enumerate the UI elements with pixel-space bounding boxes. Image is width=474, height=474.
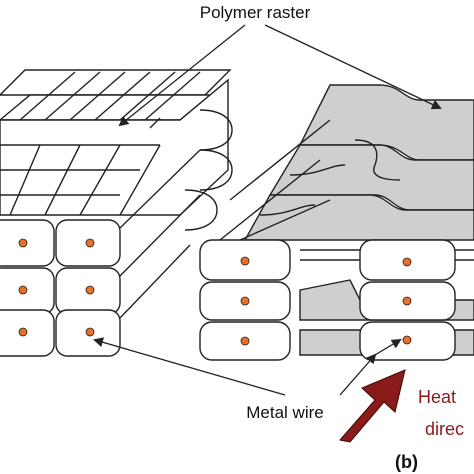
right-front-cells-b bbox=[359, 239, 456, 361]
metal-wire-dot bbox=[240, 336, 250, 346]
heat-label: Heat bbox=[418, 387, 456, 407]
panel-label: (b) bbox=[395, 452, 418, 472]
direction-label: direc bbox=[425, 419, 464, 439]
polymer-raster-leaders bbox=[118, 24, 442, 127]
polymer-raster-label: Polymer raster bbox=[200, 3, 311, 22]
metal-wire-dot bbox=[18, 327, 28, 337]
metal-wire-dot bbox=[402, 257, 412, 267]
right-filament-block bbox=[199, 84, 474, 361]
metal-wire-label: Metal wire bbox=[246, 403, 323, 422]
metal-wire-dot bbox=[402, 335, 412, 345]
metal-wire-dot bbox=[85, 327, 95, 337]
metal-wire-leaders bbox=[93, 337, 402, 396]
metal-wire-dot bbox=[240, 256, 250, 266]
metal-wire-dot bbox=[85, 238, 95, 248]
left-filament-block bbox=[0, 69, 233, 357]
left-diagonal-filaments bbox=[0, 69, 233, 231]
metal-wire-dot bbox=[18, 285, 28, 295]
left-front-cells bbox=[0, 149, 201, 357]
heat-direction-arrow bbox=[339, 369, 406, 443]
right-front-cells-a bbox=[199, 239, 291, 361]
metal-wire-dot bbox=[402, 296, 412, 306]
metal-wire-dot bbox=[240, 296, 250, 306]
metal-wire-dot bbox=[18, 238, 28, 248]
metal-wire-dot bbox=[85, 285, 95, 295]
